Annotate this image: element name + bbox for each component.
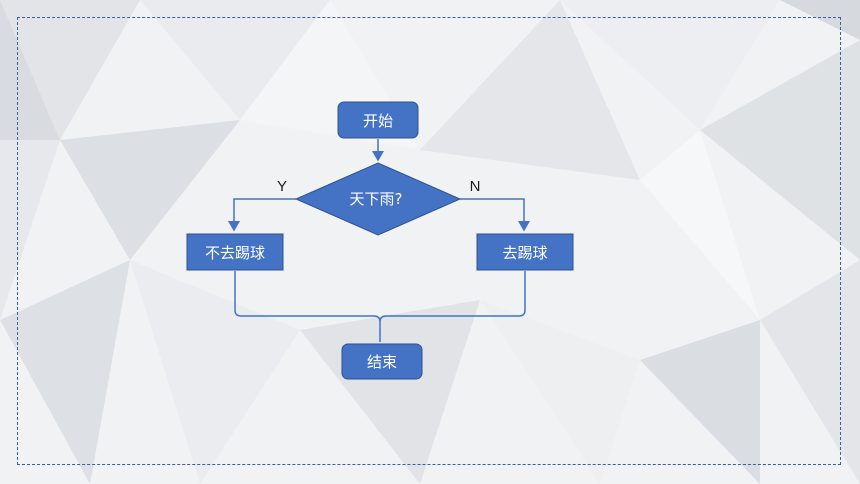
decision-node-label: 天下雨? (350, 190, 403, 208)
merge-bracket (234, 271, 526, 342)
start-node-label: 开始 (363, 112, 393, 130)
no-action-node[interactable]: 去踢球 (476, 233, 574, 271)
end-node-label: 结束 (367, 353, 397, 371)
no-branch-arrow (460, 198, 530, 232)
yes-branch-arrow (228, 198, 296, 232)
connectors (228, 139, 530, 342)
start-node[interactable]: 开始 (337, 101, 419, 139)
no-action-label: 去踢球 (502, 244, 547, 262)
end-node[interactable]: 结束 (341, 343, 423, 380)
yes-action-node[interactable]: 不去踢球 (186, 233, 284, 271)
dashed-frame (17, 17, 841, 465)
yes-branch-label: Y (277, 178, 287, 195)
no-branch-label: N (470, 178, 481, 195)
decision-node[interactable]: 天下雨? (294, 162, 462, 236)
yes-action-label: 不去踢球 (205, 244, 265, 262)
